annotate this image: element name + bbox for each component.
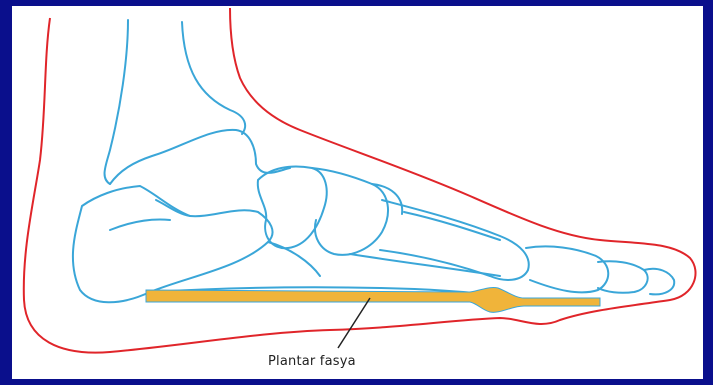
foot-bones	[73, 20, 674, 302]
plantar-fascia-band	[146, 287, 600, 312]
plantar-fascia-label: Plantar fasya	[268, 354, 356, 369]
leader-line	[338, 298, 370, 348]
